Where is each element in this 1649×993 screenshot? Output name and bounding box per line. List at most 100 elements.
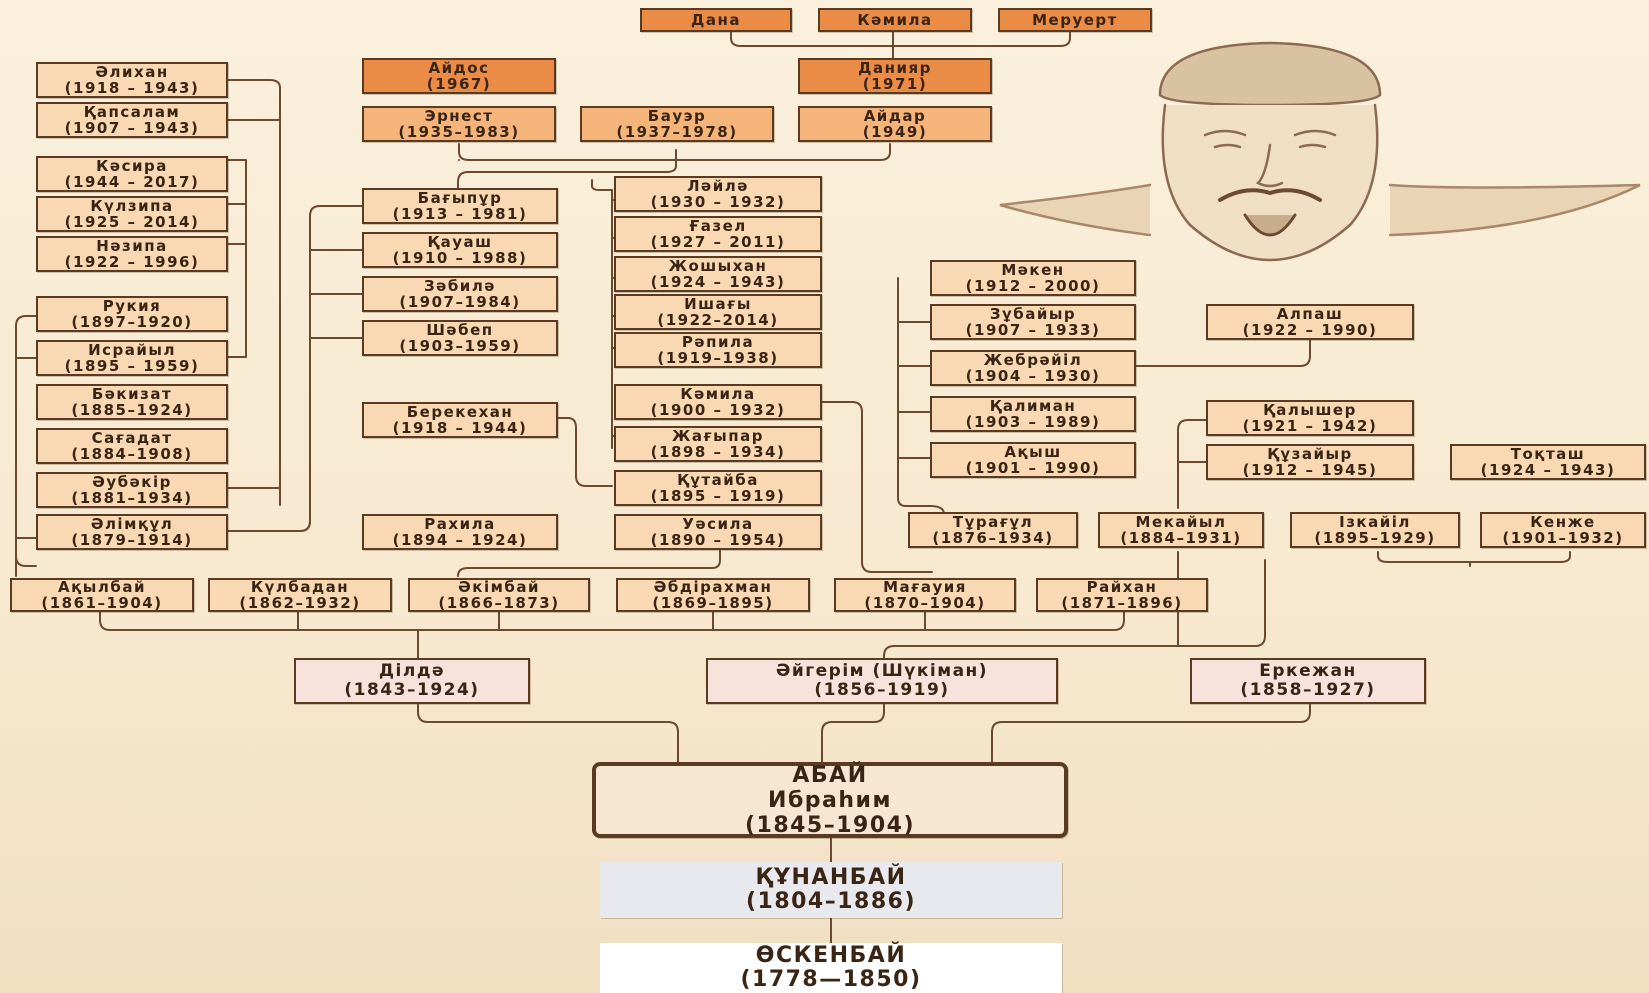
person-name: Бағыпұр [417,189,503,207]
person-name: Күлзипа [90,197,174,215]
person-alpash: Алпаш(1922 – 1990) [1206,304,1414,340]
person-kutaiba: Құтайба(1895 – 1919) [614,470,822,506]
person-years: (1904 – 1930) [965,367,1101,385]
person-name: Әкімбай [458,578,540,596]
person-magauia: Мағауия(1870–1904) [834,578,1016,612]
wife-erkezhan: Еркежан(1858–1927) [1190,658,1426,704]
person-years: (1937–1978) [616,123,738,141]
person-years: (1879–1914) [71,531,193,549]
person-years: (1858–1927) [1240,680,1376,700]
person-name: Кенже [1530,513,1596,531]
person-name: Жошыхан [668,257,768,275]
person-name: Уәсила [682,515,754,533]
ancestor-kunanbai: ҚҰНАНБАЙ(1804–1886) [600,862,1062,918]
person-name: Ақылбай [58,578,146,596]
person-bagypur: Бағыпұр(1913 – 1981) [362,188,558,224]
person-years: (1927 – 2011) [650,233,786,251]
person-years: (1901–1932) [1502,529,1624,547]
person-name: Ишағы [684,295,752,313]
person-gazel: Ғазел(1927 – 2011) [614,216,822,252]
person-years: (1885–1924) [71,401,193,419]
person-name: Рәпила [681,333,755,351]
person-name: Ізкайіл [1339,513,1411,531]
person-raikhan: Райхан(1871–1896) [1036,578,1208,612]
person-name: Мекайыл [1135,513,1227,531]
person-berekekhan: Берекехан(1918 – 1944) [362,402,558,438]
person-years: (1778—1850) [740,967,922,992]
person-alikhan: Әлихан(1918 – 1943) [36,62,228,98]
person-meruert: Меруерт [998,8,1152,32]
person-name: Жағыпар [672,427,764,445]
person-daniyar: Данияр(1971) [798,58,992,94]
person-years: (1895 – 1919) [650,487,786,505]
person-years: (1895–1929) [1314,529,1436,547]
person-name: Күлбадан [250,578,350,596]
person-aubakir: Әубәкір(1881–1934) [36,472,228,508]
person-ernest: Эрнест(1935–1983) [362,106,556,142]
person-years: (1903 – 1989) [965,413,1101,431]
person-shabep: Шәбеп(1903–1959) [362,320,558,356]
abai-portrait-sketch [999,41,1641,262]
person-years: (1907 – 1933) [965,321,1101,339]
person-years: (1876–1934) [932,529,1054,547]
person-years: (1890 – 1954) [650,531,786,549]
person-name: Райхан [1086,578,1158,596]
person-name: ӨСКЕНБАЙ [755,943,907,968]
person-years: (1912 – 1945) [1242,461,1378,479]
person-name: Исрайыл [88,341,176,359]
person-name: Әлихан [95,63,169,81]
person-years: (1907 – 1943) [64,119,200,137]
person-maken: Мәкен(1912 – 2000) [930,260,1136,296]
person-name: Қауаш [427,233,493,251]
person-sagadat: Сағадат(1884–1908) [36,428,228,464]
person-name: Мәкен [1001,261,1065,279]
person-name: Қалышер [1263,401,1357,419]
person-zubaiyr: Зұбайыр(1907 – 1933) [930,304,1136,340]
person-kulzipa: Күлзипа(1925 – 2014) [36,196,228,232]
person-years: (1897–1920) [71,313,193,331]
person-years: (1898 – 1934) [650,443,786,461]
person-name: Зәбилә [424,277,496,295]
person-years: (1918 – 1944) [392,419,528,437]
person-kamila: Кәмила(1900 – 1932) [614,384,822,420]
person-years: (1907–1984) [399,293,521,311]
person-name: Құтайба [677,471,759,489]
person-akysh: Ақыш(1901 – 1990) [930,442,1136,478]
person-name: Әлімқұл [90,515,174,533]
person-name: Еркежан [1259,661,1357,681]
wife-dilda: Ділдә(1843–1924) [294,658,530,704]
person-name: Ақыш [1004,443,1062,461]
person-toktash: Тоқташ(1924 – 1943) [1450,444,1646,480]
person-name: Зұбайыр [989,305,1077,323]
person-bakizat: Бәкизат(1885–1924) [36,384,228,420]
person-years: (1924 – 1943) [650,273,786,291]
person-name: Әбдірахман [653,578,773,596]
person-name: Нәзипа [96,237,168,255]
person-years: (1804–1886) [745,889,917,914]
person-years: (1884–1908) [71,445,193,463]
person-years: (1944 – 2017) [64,173,200,191]
person-ishagy: Ишағы(1922–2014) [614,294,822,330]
person-years: (1924 – 1943) [1480,461,1616,479]
person-name: Айдос [428,59,490,77]
person-name: Данияр [858,59,932,77]
person-israiyl: Исрайыл(1895 – 1959) [36,340,228,376]
person-bauer: Бауэр(1937–1978) [580,106,774,142]
person-name: Рахила [424,515,496,533]
person-years: (1930 – 1932) [650,193,786,211]
person-name: Жебрәйіл [983,351,1083,369]
person-years: (1919–1938) [657,349,779,367]
person-years: (1843–1924) [344,680,480,700]
person-years: (1913 – 1981) [392,205,528,223]
person-years: (1861–1904) [41,594,163,612]
person-years: (1922 – 1990) [1242,321,1378,339]
person-kamila-top: Кәмила [818,8,972,32]
person-years: (1922–2014) [657,311,779,329]
person-years: (1910 – 1988) [392,249,528,267]
person-name: Меруерт [1032,11,1118,29]
person-zhoshykhan: Жошыхан(1924 – 1943) [614,256,822,292]
person-name: Кәмила [857,11,933,29]
person-dana: Дана [640,8,792,32]
person-name: ҚҰНАНБАЙ [755,865,907,890]
